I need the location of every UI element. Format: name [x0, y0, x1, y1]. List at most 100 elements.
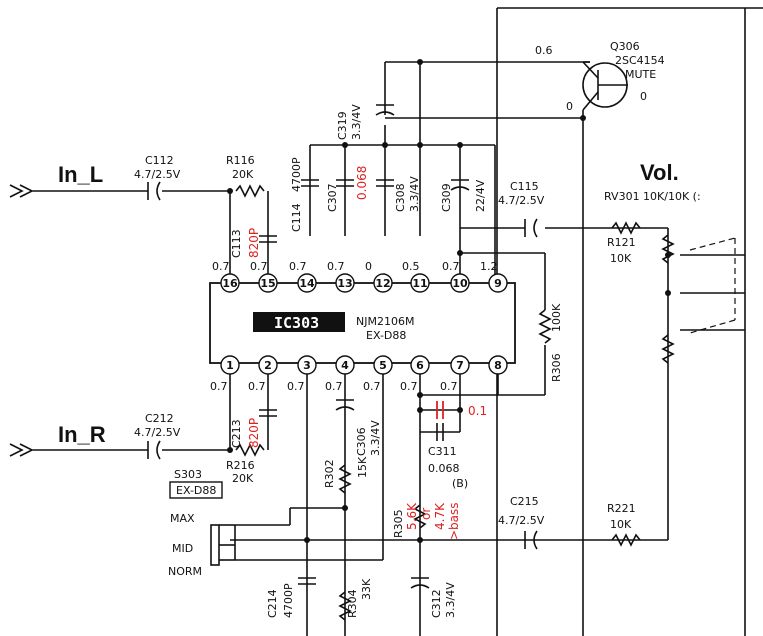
c214-value: 4700P [282, 583, 295, 618]
c307-ref: C307 [326, 183, 339, 212]
c114-ref: C114 [290, 203, 303, 232]
pin-number-13: 13 [337, 277, 352, 290]
pin-voltage-12: 0 [365, 260, 372, 273]
pin-voltage-13: 0.7 [327, 260, 345, 273]
r216-ref: R216 [226, 459, 255, 472]
r305-value: 5.6K [405, 502, 419, 530]
s303-ref: S303 [174, 468, 202, 481]
q306-v-emitter: 0 [566, 100, 573, 113]
pin-number-7: 7 [456, 359, 464, 372]
r116-ref: R116 [226, 154, 255, 167]
input-connector-left [9, 184, 40, 198]
pin-number-10: 10 [452, 277, 468, 290]
c212-value: 4.7/2.5V [134, 426, 181, 439]
pin-voltage-3: 0.7 [287, 380, 305, 393]
c308-value: 3.3/4V [408, 176, 421, 212]
c311-ref: C311 [428, 445, 457, 458]
input-label-right: In_R [58, 422, 106, 447]
r305-ref: R305 [392, 509, 405, 538]
c307-value: 0.068 [355, 166, 369, 200]
c312-ref: C312 [430, 589, 443, 618]
c115-value: 4.7/2.5V [498, 194, 545, 207]
volume-pot-label: RV301 10K/10K (: [604, 190, 701, 203]
q306-ref: Q306 [610, 40, 640, 53]
pin-number-5: 5 [379, 359, 387, 372]
c306-ref: C306 [355, 427, 368, 456]
pin-voltage-9: 1.2 [480, 260, 498, 273]
r305-marker: (B) [452, 477, 468, 490]
pins-top [220, 273, 508, 293]
q306-v-collector: 0.6 [535, 44, 553, 57]
pin-number-15: 15 [260, 277, 275, 290]
s303-pos-max: MAX [170, 512, 195, 525]
pin-number-2: 2 [264, 359, 272, 372]
c306-value: 3.3/4V [369, 420, 382, 456]
transistor-q306 [582, 61, 628, 118]
pin-number-1: 1 [226, 359, 234, 372]
q306-label: MUTE [625, 68, 656, 81]
c113-value: 820P [247, 228, 261, 258]
pin-voltage-10: 0.7 [442, 260, 460, 273]
r221-value: 10K [610, 518, 632, 531]
pin-number-4: 4 [341, 359, 349, 372]
r116-value: 20K [232, 168, 254, 181]
r304-ref: R304 [346, 589, 359, 618]
c312-value: 3.3/4V [444, 582, 457, 618]
q306-v-base: 0 [640, 90, 647, 103]
r304-value: 33K [360, 578, 373, 600]
r221-ref: R221 [607, 502, 636, 515]
c215-value: 4.7/2.5V [498, 514, 545, 527]
pins-bottom [220, 355, 508, 375]
input-label-left: In_L [58, 162, 103, 187]
pin-voltage-11: 0.5 [402, 260, 420, 273]
pin-voltage-7: 0.7 [440, 380, 458, 393]
ic-ref: IC303 [274, 314, 319, 332]
r306-value: 100K [550, 303, 563, 332]
pin-voltage-2: 0.7 [248, 380, 266, 393]
ic-variant: EX-D88 [366, 329, 406, 342]
pin-voltage-1: 0.7 [210, 380, 228, 393]
pin-voltage-15: 0.7 [250, 260, 268, 273]
ic-part: NJM2106M [356, 315, 414, 328]
c309-value: 22/4V [474, 179, 487, 212]
c308-ref: C308 [394, 183, 407, 212]
pin-number-6: 6 [416, 359, 424, 372]
c311-mod-value: 0.1 [468, 404, 487, 418]
pin-number-12: 12 [375, 277, 390, 290]
vertical-labels: C319 3.3/4V C114 4700P C307 0.068 C308 3… [230, 104, 563, 618]
volume-title: Vol. [640, 160, 679, 185]
pin-labels: 160.7150.7140.7130.7120110.5100.791.210.… [210, 260, 502, 393]
r121-ref: R121 [607, 236, 636, 249]
pin-voltage-16: 0.7 [212, 260, 230, 273]
pin-number-3: 3 [303, 359, 311, 372]
c214-ref: C214 [266, 589, 279, 618]
pin-voltage-6: 0.7 [400, 380, 418, 393]
switch-s303 [169, 481, 236, 566]
pin-number-14: 14 [299, 277, 315, 290]
c319-ref: C319 [336, 111, 349, 140]
c319-value: 3.3/4V [350, 104, 363, 140]
r216-value: 20K [232, 472, 254, 485]
input-connector-right [9, 443, 40, 457]
r305-alt-value: 4.7K [433, 502, 447, 530]
c311-value: 0.068 [428, 462, 460, 475]
c114-value: 4700P [290, 157, 303, 192]
junction-dots [227, 59, 671, 543]
c112-ref: C112 [145, 154, 174, 167]
resistor-symbols [235, 184, 675, 621]
r305-alt-note: >bass [447, 502, 461, 540]
pin-voltage-14: 0.7 [289, 260, 307, 273]
r121-value: 10K [610, 252, 632, 265]
pin-voltage-4: 0.7 [325, 380, 343, 393]
q306-part: 2SC4154 [615, 54, 665, 67]
c309-ref: C309 [440, 183, 453, 212]
s303-pos-mid: MID [172, 542, 193, 555]
c212-ref: C212 [145, 412, 174, 425]
c213-ref: C213 [230, 419, 243, 448]
ic-ref-badge [253, 312, 345, 332]
c113-ref: C113 [230, 229, 243, 258]
r302-ref: R302 [323, 459, 336, 488]
r302-value: 15K [356, 456, 369, 478]
r306-ref: R306 [550, 353, 563, 382]
